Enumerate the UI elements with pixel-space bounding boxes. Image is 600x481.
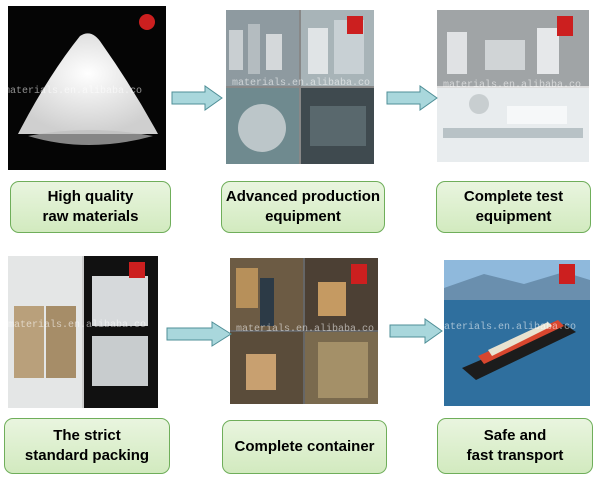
photo-packing: materials.en.alibaba.co	[8, 256, 158, 408]
arrow-right-icon	[386, 85, 438, 111]
step-label-transport: Safe and fast transport	[437, 418, 593, 474]
arrow-right-icon	[389, 318, 443, 344]
photo-raw-materials: materials.en.alibaba.co	[8, 6, 166, 170]
company-logo-icon	[347, 16, 363, 34]
company-logo-icon	[139, 14, 155, 30]
step-label-text: High quality raw materials	[42, 188, 139, 225]
photo-container-loading: materials.en.alibaba.co	[230, 258, 378, 404]
photo-test-equipment: materials.en.alibaba.co	[437, 10, 589, 162]
step-label-text: Complete test equipment	[463, 188, 564, 225]
photo-production-equipment: materials.en.alibaba.co	[226, 10, 374, 164]
step-label-packing: The strict standard packing	[4, 418, 170, 474]
packed-cartons-collage-image	[8, 256, 158, 408]
step-label-raw-materials: High quality raw materials	[10, 181, 171, 233]
company-logo-icon	[351, 264, 367, 284]
step-label-text: Safe and fast transport	[466, 427, 564, 464]
company-logo-icon	[129, 262, 145, 278]
white-powder-pile-image	[8, 6, 166, 170]
step-label-text: Complete container	[234, 438, 375, 455]
container-ship-image	[444, 260, 590, 406]
step-label-text: The strict standard packing	[24, 427, 150, 464]
arrow-right-icon	[166, 321, 232, 347]
step-label-text: Advanced production equipment	[225, 188, 381, 225]
photo-transport-ship: materials.en.alibaba.co	[444, 260, 590, 406]
step-label-test-equipment: Complete test equipment	[436, 181, 591, 233]
step-label-container: Complete container	[222, 420, 387, 474]
company-logo-icon	[559, 264, 575, 284]
company-logo-icon	[557, 16, 573, 36]
arrow-right-icon	[171, 85, 223, 111]
step-label-production-equipment: Advanced production equipment	[221, 181, 385, 233]
